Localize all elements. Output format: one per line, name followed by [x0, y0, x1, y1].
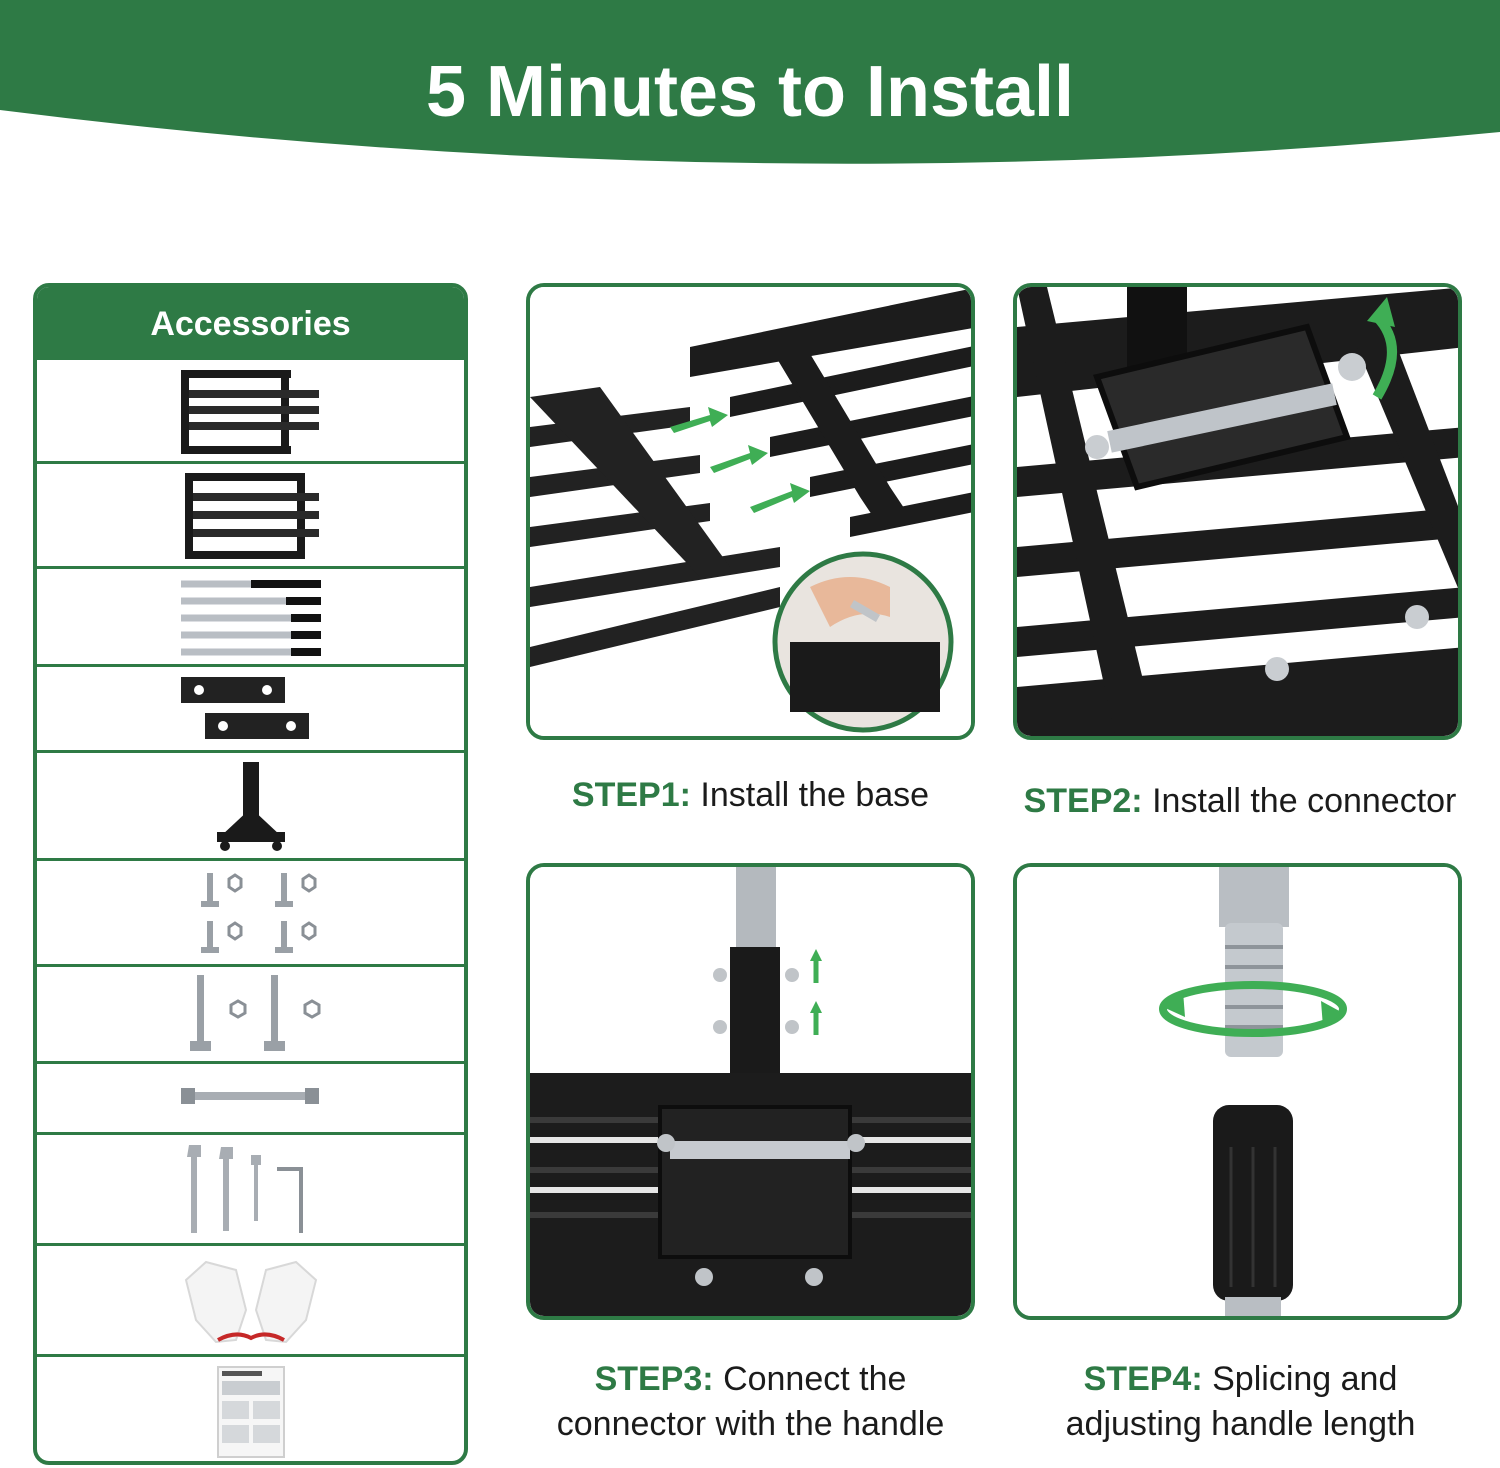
accessory-base-frame-b	[37, 461, 464, 566]
step3-image	[526, 863, 975, 1320]
accessory-base-frame-a	[37, 357, 464, 461]
step1-text: Install the base	[700, 776, 930, 814]
step2-text: Install the connector	[1152, 782, 1457, 820]
step4-caption: STEP4: Splicing and adjusting handle len…	[1013, 1357, 1468, 1447]
accessories-panel: Accessories	[33, 283, 468, 1465]
header-banner: 5 Minutes to Install	[0, 0, 1500, 175]
accessory-small-bolts	[37, 858, 464, 964]
page-title: 5 Minutes to Install	[425, 52, 1075, 132]
step1-label: STEP1:	[571, 776, 691, 814]
step2-label: STEP2:	[1023, 782, 1143, 820]
step3-text: Connect the connector with the handle	[556, 1360, 945, 1443]
accessory-manual	[37, 1354, 464, 1461]
step4-label: STEP4:	[1083, 1360, 1203, 1398]
step1-caption: STEP1: Install the base	[526, 773, 975, 818]
step2-image	[1013, 283, 1462, 740]
accessory-connector	[37, 750, 464, 858]
accessory-long-bolts	[37, 964, 464, 1061]
step3-caption: STEP3: Connect the connector with the ha…	[526, 1357, 975, 1447]
accessory-gloves	[37, 1243, 464, 1354]
accessory-rods	[37, 566, 464, 664]
accessory-tools	[37, 1132, 464, 1243]
accessory-plates	[37, 664, 464, 750]
accessories-title: Accessories	[37, 287, 464, 357]
step3-label: STEP3:	[594, 1360, 714, 1398]
step4-text: Splicing and adjusting handle length	[1065, 1360, 1416, 1443]
step4-image	[1013, 863, 1462, 1320]
accessory-long-screw	[37, 1061, 464, 1132]
step2-caption: STEP2: Install the connector	[1000, 779, 1480, 824]
step1-image	[526, 283, 975, 740]
